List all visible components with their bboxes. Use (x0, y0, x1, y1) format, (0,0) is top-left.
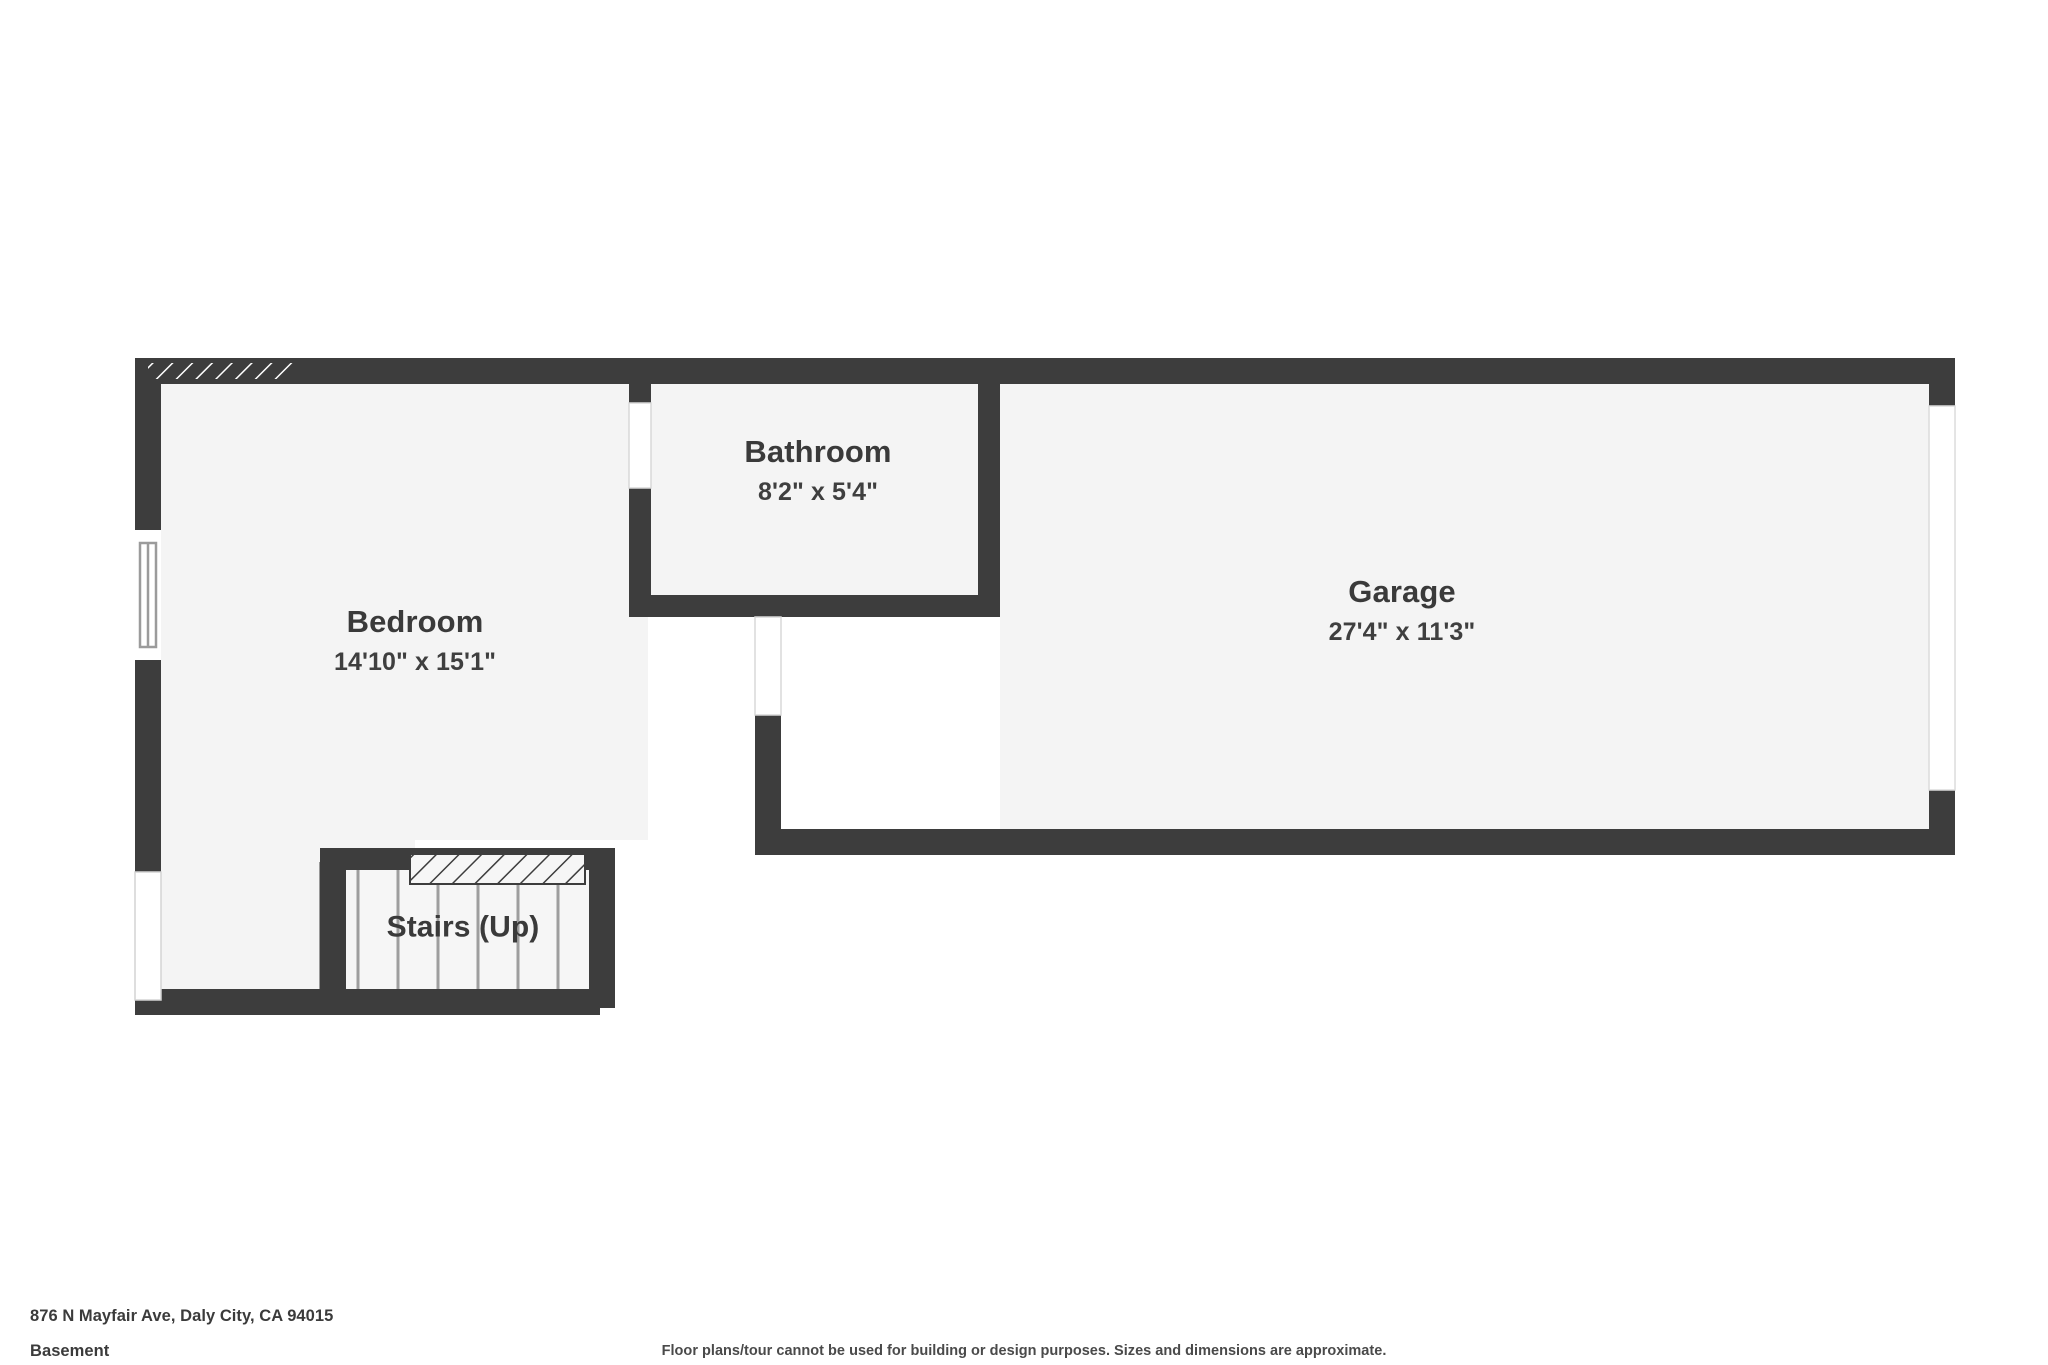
wall-exterior-left-upper (135, 358, 161, 530)
wall-exterior-right-upper (1929, 358, 1955, 406)
garage-door-opening (1928, 405, 1956, 791)
bathroom-door-opening (628, 402, 652, 489)
bedroom-floor-fill (135, 358, 648, 1015)
footer-address: 876 N Mayfair Ave, Daly City, CA 94015 (30, 1307, 334, 1325)
floor-fills (135, 358, 1955, 1015)
wall-garage-bottom (755, 829, 1955, 855)
bathroom-floor-fill (648, 358, 1000, 605)
wall-exterior-right-lower (1929, 790, 1955, 855)
wall-bathroom-left-lower (629, 488, 651, 605)
openings (134, 363, 1956, 1001)
top-wall-vent-opening (148, 363, 293, 379)
wall-exterior-bottom-left (135, 989, 600, 1015)
walls (135, 358, 1955, 1015)
stairs-floor-fill (320, 860, 600, 1015)
wall-exterior-top (135, 358, 1955, 384)
bedroom-garage-door-opening (754, 616, 782, 716)
wall-stairs-left (320, 848, 346, 1003)
left-wall-door-opening (134, 871, 162, 1001)
footer-floor-label: Basement (30, 1342, 110, 1360)
wall-exterior-left-middle (135, 660, 161, 872)
stairs-landing-hatch (409, 853, 586, 885)
wall-bathroom-left-upper (629, 358, 651, 403)
footer-disclaimer: Floor plans/tour cannot be used for buil… (661, 1343, 1387, 1359)
wall-stairs-right (589, 848, 615, 1008)
garage-floor-fill (1000, 358, 1955, 840)
wall-bathroom-bottom (629, 595, 1000, 617)
wall-bathroom-right (978, 358, 1000, 617)
